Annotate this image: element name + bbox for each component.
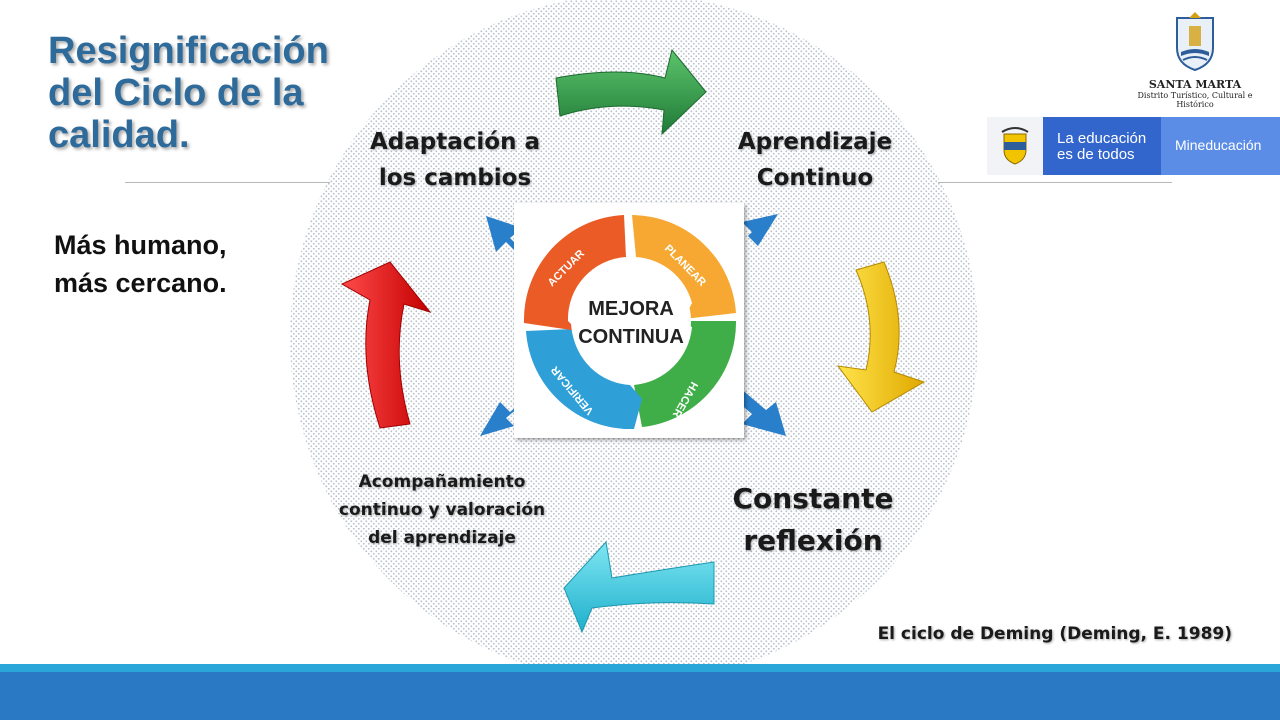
blue-arrow-bottom-left <box>480 392 534 436</box>
pdca-diagram: PLANEAR HACER VERIFICAR ACTUAR MEJORA CO… <box>514 203 744 438</box>
header-rule-left <box>125 182 330 183</box>
label-adaptacion: Adaptación a los cambios <box>370 129 540 191</box>
yellow-arrow <box>836 261 926 413</box>
blue-arrow-top-right <box>722 214 778 262</box>
pdca-center-line-2: CONTINUA <box>578 326 684 348</box>
mineducacion-banner: La educación es de todos Mineducación <box>987 117 1280 175</box>
santa-marta-logo: SANTA MARTA Distrito Turístico, Cultural… <box>1120 10 1270 110</box>
cyan-arrow <box>563 540 715 634</box>
ministry-name: Mineducación <box>1161 117 1280 175</box>
side-text: Más humano, más cercano. <box>54 230 227 298</box>
slide-title: Resignificación del Ciclo de la calidad. <box>48 30 329 156</box>
header-rule-right <box>938 182 1172 183</box>
ministry-slogan: La educación es de todos <box>1043 117 1161 175</box>
pdca-center-line-1: MEJORA <box>588 298 674 320</box>
crest-icon <box>1001 127 1029 165</box>
citation: El ciclo de Deming (Deming, E. 1989) <box>877 624 1232 644</box>
footer-band-light <box>0 664 1280 672</box>
label-aprendizaje: Aprendizaje Continuo <box>737 129 893 191</box>
label-reflexion: Constante reflexión <box>732 482 894 557</box>
pdca-wheel: PLANEAR HACER VERIFICAR ACTUAR MEJORA CO… <box>523 215 737 430</box>
colombia-crest <box>987 117 1043 175</box>
shield-icon <box>1176 12 1214 72</box>
label-acompanamiento: Acompañamiento continuo y valoración del… <box>338 472 546 548</box>
red-arrow <box>340 261 432 429</box>
footer-band <box>0 672 1280 720</box>
green-arrow <box>555 48 707 136</box>
city-name: SANTA MARTA <box>1148 78 1242 91</box>
city-subtitle: Distrito Turístico, Cultural e Histórico <box>1137 91 1253 109</box>
